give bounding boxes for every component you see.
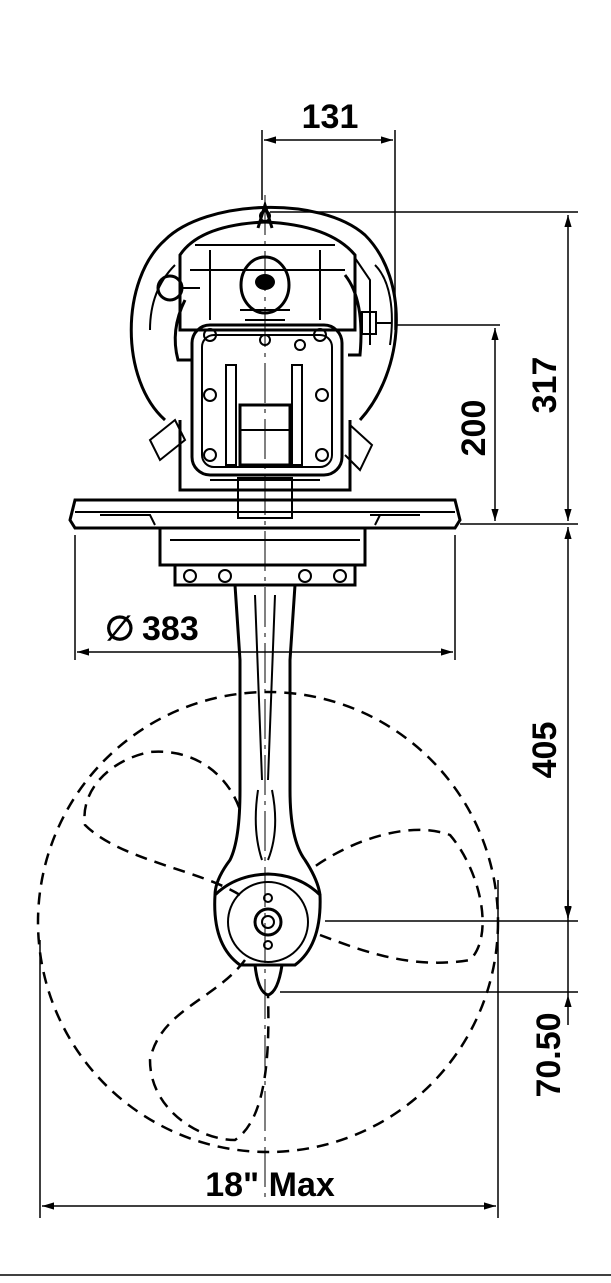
dimension-leg-length: 405 — [526, 527, 572, 918]
gear-leg — [213, 584, 322, 896]
dim-total-height-label: 317 — [526, 357, 564, 414]
dim-upper-height-label: 200 — [455, 400, 493, 457]
motor-assembly — [129, 199, 398, 519]
dimension-propeller-diameter: 18" Max — [39, 880, 499, 1218]
dim-hub-offset-label: 70.50 — [530, 1012, 568, 1097]
dimension-top-width: 131 — [261, 98, 396, 330]
dimension-upper-height: 200 — [455, 328, 499, 521]
dim-top-width-label: 131 — [302, 98, 359, 136]
dim-flange-diameter-label: 383 — [142, 610, 199, 648]
dim-leg-length-label: 405 — [526, 722, 564, 779]
dimension-total-height: 317 — [526, 215, 572, 521]
propeller-hub — [213, 872, 322, 997]
dimension-hub-offset: 70.50 — [530, 890, 572, 1098]
dim-propeller-max-label: 18" Max — [205, 1166, 335, 1204]
dimension-flange-diameter: ∅ 383 — [74, 535, 456, 660]
dim-diameter-symbol: ∅ — [105, 610, 135, 648]
